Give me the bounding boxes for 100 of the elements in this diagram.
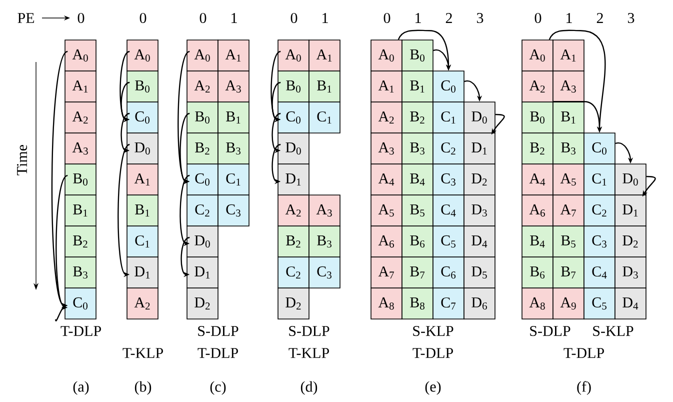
task-cell: B$_{0}$ xyxy=(126,70,158,102)
task-cell: C$_{7}$ xyxy=(432,288,464,320)
axis-label: Time xyxy=(16,144,28,176)
task-cell: A$_{4}$ xyxy=(522,164,554,196)
task-cell: B$_{2}$ xyxy=(402,102,434,134)
task-cell: C$_{2}$ xyxy=(278,256,310,288)
column-number: 3 xyxy=(628,12,634,24)
task-cell: C$_{4}$ xyxy=(584,256,616,288)
task-cell: B$_{4}$ xyxy=(522,226,554,258)
task-cell: C$_{1}$ xyxy=(126,226,158,258)
panel-label: (d) xyxy=(300,381,318,395)
task-cell: D$_{5}$ xyxy=(464,256,496,288)
task-cell: D$_{0}$ xyxy=(186,226,218,258)
task-cell: A$_{8}$ xyxy=(370,288,402,320)
task-cell: B$_{0}$ xyxy=(64,164,96,196)
task-cell: C$_{0}$ xyxy=(278,102,310,134)
scheme-label: S-KLP xyxy=(413,326,454,336)
task-cell: C$_{1}$ xyxy=(308,102,340,134)
task-cell: C$_{3}$ xyxy=(218,194,250,226)
task-cell: B$_{1}$ xyxy=(218,102,250,134)
task-cell: B$_{1}$ xyxy=(64,194,96,226)
scheme-label: S-KLP xyxy=(593,326,634,336)
task-cell: C$_{5}$ xyxy=(432,226,464,258)
task-cell: B$_{8}$ xyxy=(402,288,434,320)
task-cell: D$_{2}$ xyxy=(278,288,310,320)
column-number: 1 xyxy=(232,13,237,23)
task-cell: D$_{6}$ xyxy=(464,288,496,320)
scheme-label: T-DLP xyxy=(60,326,101,336)
task-cell: A$_{6}$ xyxy=(370,226,402,258)
task-cell: D$_{0}$ xyxy=(278,132,310,164)
task-cell: B$_{3}$ xyxy=(402,132,434,164)
task-cell: D$_{1}$ xyxy=(278,164,310,196)
task-cell: A$_{0}$ xyxy=(126,40,158,72)
panel-label: (c) xyxy=(210,381,226,395)
panel-label: (e) xyxy=(425,381,441,395)
task-cell: A$_{3}$ xyxy=(370,132,402,164)
task-cell: A$_{1}$ xyxy=(218,40,250,72)
task-cell: C$_{3}$ xyxy=(432,164,464,196)
task-cell: D$_{0}$ xyxy=(126,132,158,164)
task-cell: A$_{0}$ xyxy=(278,40,310,72)
task-cell: B$_{0}$ xyxy=(186,102,218,134)
task-cell: A$_{3}$ xyxy=(308,194,340,226)
task-cell: B$_{2}$ xyxy=(278,226,310,258)
panel-label: (f) xyxy=(577,381,591,395)
column-number: 0 xyxy=(78,12,84,24)
task-cell: A$_{1}$ xyxy=(308,40,340,72)
task-cell: A$_{0}$ xyxy=(64,40,96,72)
task-cell: B$_{5}$ xyxy=(402,194,434,226)
task-cell: C$_{0}$ xyxy=(126,102,158,134)
panel-label: (a) xyxy=(73,381,89,395)
task-cell: B$_{1}$ xyxy=(126,194,158,226)
task-cell: A$_{1}$ xyxy=(126,164,158,196)
task-cell: D$_{2}$ xyxy=(614,226,646,258)
task-cell: B$_{7}$ xyxy=(552,256,584,288)
task-cell: C$_{1}$ xyxy=(584,164,616,196)
task-cell: A$_{2}$ xyxy=(370,102,402,134)
task-cell: A$_{5}$ xyxy=(370,194,402,226)
task-cell: A$_{3}$ xyxy=(64,132,96,164)
task-cell: A$_{6}$ xyxy=(522,194,554,226)
task-cell: B$_{1}$ xyxy=(552,102,584,134)
column-number: 1 xyxy=(416,13,421,23)
task-cell: D$_{3}$ xyxy=(464,194,496,226)
column-number: 2 xyxy=(596,13,603,23)
task-cell: A$_{2}$ xyxy=(522,70,554,102)
task-cell: B$_{2}$ xyxy=(186,132,218,164)
task-cell: C$_{2}$ xyxy=(584,194,616,226)
scheme-label: T-DLP xyxy=(564,348,604,358)
task-cell: C$_{0}$ xyxy=(584,132,616,164)
column-number: 0 xyxy=(534,12,542,24)
task-cell: A$_{1}$ xyxy=(64,70,96,102)
task-cell: C$_{0}$ xyxy=(64,288,96,320)
task-cell: A$_{0}$ xyxy=(186,40,218,72)
column-number: 1 xyxy=(566,13,572,23)
task-cell: B$_{7}$ xyxy=(402,256,434,288)
task-cell: B$_{3}$ xyxy=(552,132,584,164)
panel-label: (b) xyxy=(134,381,152,395)
scheme-label: T-KLP xyxy=(122,348,163,358)
task-cell: B$_{0}$ xyxy=(522,102,554,134)
task-cell: C$_{4}$ xyxy=(432,194,464,226)
task-cell: B$_{0}$ xyxy=(278,70,310,102)
task-cell: A$_{0}$ xyxy=(370,40,402,72)
task-cell: A$_{1}$ xyxy=(370,70,402,102)
task-cell: D$_{4}$ xyxy=(614,288,646,320)
task-cell: A$_{2}$ xyxy=(186,70,218,102)
column-number: 2 xyxy=(446,13,452,23)
task-cell: B$_{3}$ xyxy=(64,256,96,288)
task-cell: D$_{0}$ xyxy=(464,102,496,134)
task-cell: A$_{8}$ xyxy=(522,288,554,320)
task-cell: B$_{0}$ xyxy=(402,40,434,72)
column-number: 0 xyxy=(384,12,390,24)
task-cell: A$_{3}$ xyxy=(218,70,250,102)
column-number: 0 xyxy=(140,12,146,24)
task-cell: A$_{3}$ xyxy=(552,70,584,102)
scheme-label: T-DLP xyxy=(412,348,453,358)
task-cell: B$_{5}$ xyxy=(552,226,584,258)
task-cell: D$_{1}$ xyxy=(186,256,218,288)
scheme-label: T-DLP xyxy=(198,348,238,358)
task-cell: D$_{4}$ xyxy=(464,226,496,258)
task-cell: A$_{4}$ xyxy=(370,164,402,196)
scheme-label: S-DLP xyxy=(198,326,238,336)
